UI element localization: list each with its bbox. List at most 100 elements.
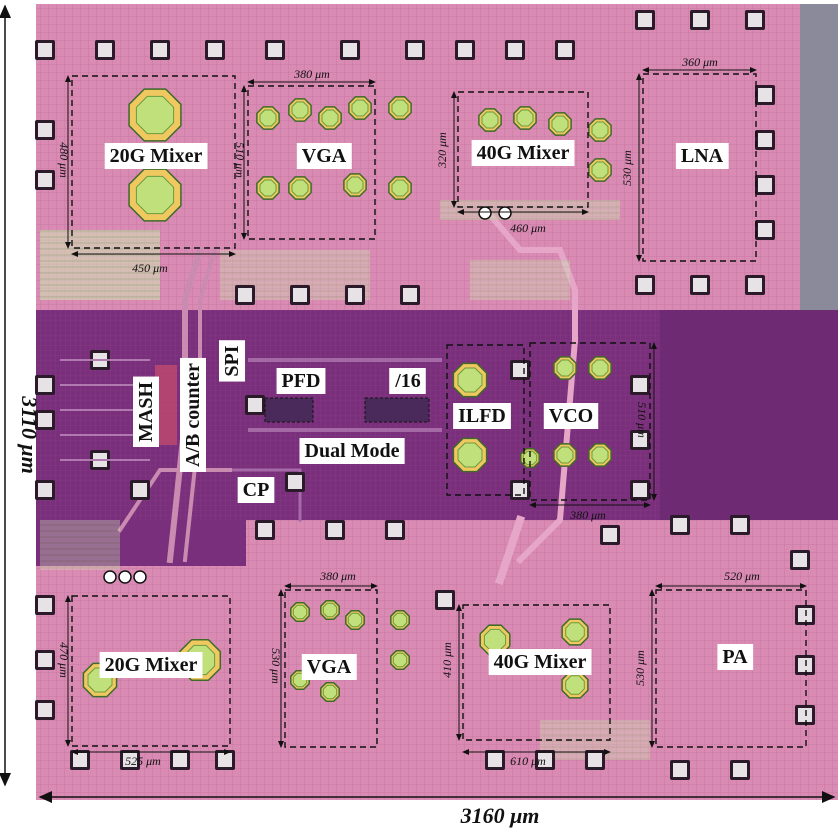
bond-pad — [630, 430, 650, 450]
bond-pad — [755, 220, 775, 240]
inductor — [288, 176, 312, 200]
label-lna: LNA — [681, 145, 724, 167]
bond-pad — [510, 360, 530, 380]
inductor — [318, 106, 342, 130]
bond-pad — [505, 40, 525, 60]
bond-pad — [600, 525, 620, 545]
dim-tx-vga-w: 380 μm — [319, 569, 356, 583]
inductor — [348, 96, 372, 120]
digital-logic — [60, 359, 430, 461]
label-background — [99, 652, 203, 678]
die-dimension: 3160 μm 3110 μm — [0, 4, 836, 828]
label-background — [133, 376, 159, 447]
bond-pad — [485, 750, 505, 770]
bond-pad — [535, 750, 555, 770]
bond-pad — [755, 130, 775, 150]
label-background — [471, 140, 575, 166]
inductor — [452, 362, 488, 398]
bond-pad — [585, 750, 605, 770]
bond-pad — [120, 750, 140, 770]
label-background — [301, 654, 357, 680]
dimension-labels: 380 μm 360 μm 480 μm 510 μm 320 μm 530 μ… — [57, 55, 760, 768]
inductor — [256, 106, 280, 130]
bond-pad — [730, 515, 750, 535]
label-background — [675, 143, 729, 169]
inductor — [343, 173, 367, 197]
bond-pad — [795, 705, 815, 725]
bond-pad — [255, 520, 275, 540]
label-background — [488, 649, 592, 675]
die-width-label: 3160 μm — [460, 803, 540, 828]
inductor — [588, 158, 612, 182]
label-background — [717, 644, 754, 670]
label-pfd: PFD — [282, 370, 321, 392]
inductor — [128, 168, 182, 222]
inductor — [561, 671, 589, 699]
label-div16: /16 — [394, 370, 421, 392]
bond-pad — [285, 472, 305, 492]
dim-pa-w: 520 μm — [724, 569, 760, 583]
bond-pad — [265, 40, 285, 60]
inductor — [290, 602, 310, 622]
block-outlines — [71, 73, 807, 748]
label-background — [180, 357, 206, 472]
inductor — [588, 356, 612, 380]
bond-pad — [35, 170, 55, 190]
bond-pad — [150, 40, 170, 60]
dim-lna-h: 530 μm — [620, 150, 634, 186]
inductor — [390, 610, 410, 630]
label-pa: PA — [722, 646, 748, 668]
bond-pad — [745, 275, 765, 295]
bond-pad — [35, 650, 55, 670]
inductor — [513, 106, 537, 130]
bond-pad — [290, 285, 310, 305]
bond-pad — [435, 590, 455, 610]
label-vco: VCO — [549, 405, 593, 427]
block-labels: 20G Mixer VGA 40G Mixer LNA MASH A/B cou… — [105, 142, 749, 678]
bond-pad — [795, 655, 815, 675]
inductor — [128, 88, 182, 142]
bond-pad — [35, 120, 55, 140]
bond-pad — [755, 85, 775, 105]
label-background — [276, 368, 326, 394]
bond-pad — [95, 40, 115, 60]
inductor — [588, 443, 612, 467]
bond-pad — [730, 760, 750, 780]
dimension-arrows — [65, 67, 807, 755]
inductors — [82, 88, 612, 702]
bond-pad — [400, 285, 420, 305]
label-tx-20g-mixer: 20G Mixer — [105, 654, 198, 676]
label-tx-40g-mixer: 40G Mixer — [494, 651, 587, 673]
bond-pad — [630, 375, 650, 395]
dim-rx-20g-h: 480 μm — [57, 142, 71, 178]
dim-rx-vga-w: 380 μm — [293, 67, 330, 81]
label-background — [296, 143, 352, 169]
bond-pad — [690, 275, 710, 295]
bond-pad — [755, 175, 775, 195]
inductor — [288, 98, 312, 122]
bond-pad — [35, 595, 55, 615]
inductor — [478, 108, 502, 132]
bond-pad — [35, 480, 55, 500]
bond-pad — [345, 285, 365, 305]
bond-pad — [340, 40, 360, 60]
label-cp: CP — [243, 479, 270, 501]
bond-pad — [35, 410, 55, 430]
label-backgrounds — [99, 140, 754, 680]
bond-pad — [215, 750, 235, 770]
inductor — [561, 618, 589, 646]
bond-pad — [745, 10, 765, 30]
label-dual-mode: Dual Mode — [305, 440, 400, 462]
dim-lna-w: 360 μm — [681, 55, 718, 69]
dim-rx-40g-w: 460 μm — [510, 221, 546, 235]
dim-tx-20g-h: 470 μm — [57, 642, 71, 678]
inductor — [390, 650, 410, 670]
label-background — [219, 340, 245, 382]
label-ab-counter: A/B counter — [182, 363, 204, 467]
inductor — [388, 176, 412, 200]
dim-vco-h: 510 μm — [635, 402, 649, 438]
label-rx-20g-mixer: 20G Mixer — [110, 145, 203, 167]
bond-pad — [235, 285, 255, 305]
bond-pad — [510, 480, 530, 500]
